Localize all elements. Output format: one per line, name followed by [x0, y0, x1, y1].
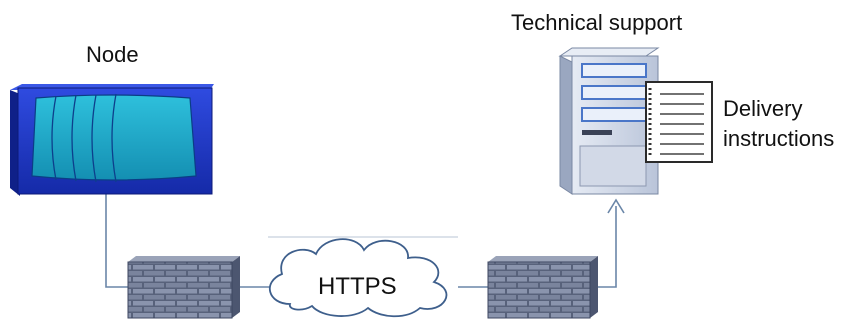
- technical-support-label: Technical support: [511, 10, 683, 35]
- firewall-to-support-line: [594, 206, 617, 288]
- firewall-icon: [487, 256, 598, 319]
- document-icon: [645, 81, 713, 163]
- node-to-firewall-line: [105, 191, 131, 288]
- delivery-label-line2: instructions: [723, 126, 835, 151]
- connection-lines: [105, 191, 617, 288]
- firewall-icon: [127, 256, 240, 319]
- delivery-label-line1: Delivery: [723, 96, 803, 121]
- server-icon: [558, 47, 660, 195]
- node-icon: [10, 84, 214, 196]
- arrow-up-icon: [607, 198, 625, 214]
- https-label: HTTPS: [318, 273, 397, 300]
- cloud-icon: [268, 238, 448, 318]
- delivery-instructions-label: Delivery instructions: [723, 94, 834, 154]
- node-label: Node: [86, 42, 139, 67]
